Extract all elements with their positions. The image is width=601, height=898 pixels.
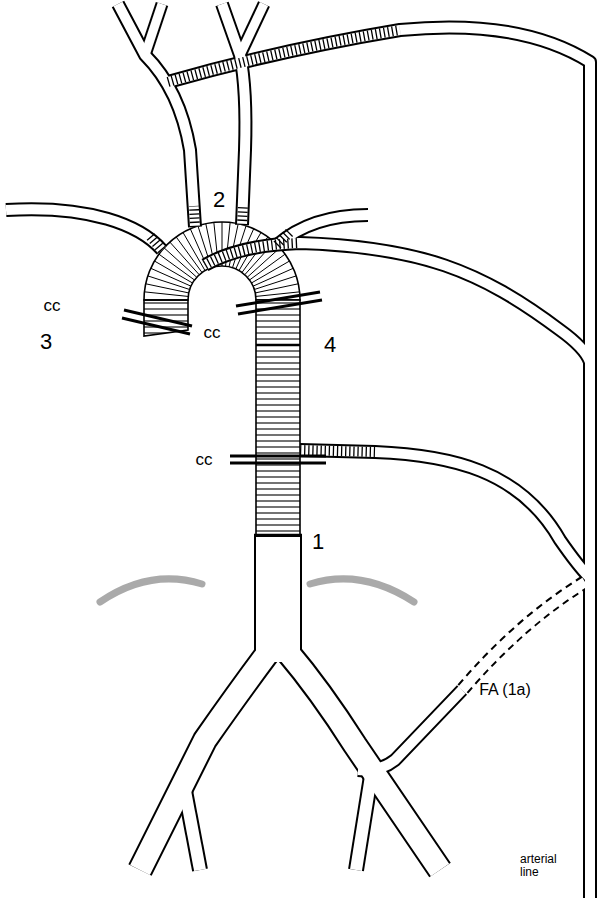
hatch-stroke bbox=[144, 292, 188, 297]
hatch-stroke bbox=[159, 254, 195, 280]
vessel-lumen bbox=[6, 4, 590, 898]
vessel-label: FA (1a) bbox=[479, 681, 531, 699]
arch-graft bbox=[144, 222, 300, 300]
line-label: arterial line bbox=[520, 853, 576, 879]
callout-number: 2 bbox=[213, 188, 225, 212]
callout-number: 3 bbox=[40, 330, 52, 354]
callout-number: 1 bbox=[312, 530, 324, 554]
clamp-label: cc bbox=[196, 451, 213, 470]
diaphragm-arc bbox=[100, 579, 202, 602]
descending-graft bbox=[256, 300, 300, 535]
hatch-stroke bbox=[146, 284, 189, 293]
vessel-outlines bbox=[6, 4, 590, 898]
hatch-stroke bbox=[164, 248, 197, 277]
anastomosis-line bbox=[254, 534, 302, 537]
anastomosis-line bbox=[256, 344, 300, 347]
graft-hatching bbox=[144, 222, 300, 300]
cross-clamp bbox=[122, 292, 326, 463]
clamp-label: cc bbox=[204, 324, 221, 343]
callout-number: 4 bbox=[324, 333, 336, 357]
descending-graft bbox=[256, 300, 300, 535]
hatch-stroke bbox=[255, 284, 298, 293]
graft-hatching bbox=[150, 30, 400, 452]
clamp-label: cc bbox=[44, 297, 61, 316]
femoral-route bbox=[462, 582, 585, 690]
hatch-stroke bbox=[254, 276, 296, 290]
hatch-stroke bbox=[170, 242, 199, 275]
diaphragm-arc bbox=[310, 579, 414, 602]
